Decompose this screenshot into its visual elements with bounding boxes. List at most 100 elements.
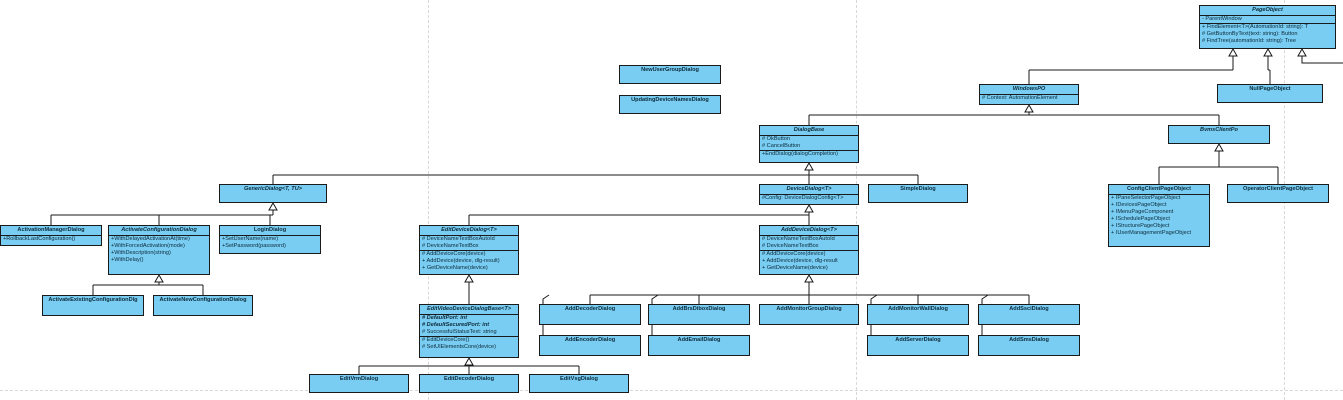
generalization-arrow [464, 356, 474, 366]
class-member: # SetUIElementsCore(device) [422, 344, 496, 350]
class-name: GenericDialog<T, TU> [243, 186, 303, 192]
class-name: ActivateNewConfigurationDialog [159, 297, 247, 303]
class-name: AddBrsDiboxDialog [672, 306, 726, 312]
class-name: ConfigClientPageObject [1109, 185, 1209, 195]
class-activatenew[interactable]: ActivateNewConfigurationDialog [153, 295, 253, 316]
members-section: # Context: AutomationElement [980, 95, 1078, 102]
operations-section: # AddDeviceCore(device)+ AddDevice(devic… [420, 251, 518, 272]
class-member: # DeviceNameTextBoxAutoId [762, 236, 835, 242]
class-devicedialog[interactable]: DeviceDialog<T>#Config: DeviceDialogConf… [759, 184, 859, 205]
attributes-section: # DefaultPort: int# DefaultSecuredPort: … [420, 315, 518, 337]
class-nullpageobject[interactable]: NullPageObject [1217, 84, 1323, 103]
class-configclientpageobject[interactable]: ConfigClientPageObject+ IPaneSelectorPag… [1108, 184, 1210, 247]
class-name: AddDecoderDialog [564, 306, 616, 312]
generalization-arrow [1297, 47, 1307, 57]
class-member: + ISchedulePageObject [1111, 216, 1170, 222]
class-logindialog[interactable]: LoginDialog+SetUserName(name)+SetPasswor… [219, 225, 321, 254]
class-operatorclientpageobject[interactable]: OperatorClientPageObject [1227, 184, 1329, 203]
class-name: LoginDialog [220, 226, 320, 236]
class-member: # DeviceNameTextBox [762, 243, 819, 249]
class-editvsgdialog[interactable]: EditVsgDialog [529, 374, 629, 393]
class-member: #Config: DeviceDialogConfig<T> [762, 195, 844, 201]
class-addencoderdialog[interactable]: AddEncoderDialog [539, 335, 641, 356]
class-addsmsdialog[interactable]: AddSmsDialog [978, 335, 1080, 356]
class-name: UpdatingDeviceNamesDialog [631, 97, 709, 103]
class-name: PageObject [1200, 6, 1335, 16]
class-name: AddServerDialog [895, 337, 941, 343]
class-adddecoderdialog[interactable]: AddDecoderDialog [539, 304, 641, 325]
class-genericdialog[interactable]: GenericDialog<T, TU> [219, 184, 327, 203]
class-member: # DefaultSecuredPort: int [422, 322, 490, 328]
class-bvmsclientpo[interactable]: BvmsClientPo [1168, 125, 1270, 144]
generalization-arrow [1263, 47, 1273, 57]
class-name: ActivateConfigurationDialog [109, 226, 209, 236]
class-addbrsdibosdialog[interactable]: AddBrsDiboxDialog [648, 304, 750, 325]
class-member: + IDevicesPageObject [1111, 202, 1167, 208]
class-member: + FindElement<T>(AutomationId: string): … [1202, 24, 1309, 30]
class-member: +WithDelay() [111, 257, 144, 263]
members-section: +RollbackLastConfiguration() [1, 236, 101, 243]
class-activationmanagerdialog[interactable]: ActivationManagerDialog+RollbackLastConf… [0, 225, 102, 246]
class-addsscidialog[interactable]: AddSsciDialog [978, 304, 1080, 325]
class-activateexisting[interactable]: ActivateExistingConfigurationDlg [42, 295, 144, 316]
class-name: BvmsClientPo [1200, 127, 1238, 133]
attributes-section: - ParentWindow [1200, 16, 1335, 24]
class-name: WindowsPO [980, 85, 1078, 95]
class-windowspo[interactable]: WindowsPO# Context: AutomationElement [979, 84, 1079, 105]
class-editvideodevicedialogbase[interactable]: EditVideoDeviceDialogBase<T># DefaultPor… [419, 304, 519, 358]
class-editdecoderdialog[interactable]: EditDecoderDialog [419, 374, 519, 393]
class-member: # AddDeviceCore(device) [422, 251, 486, 257]
class-newusergroupdialog[interactable]: NewUserGroupDialog [619, 65, 721, 84]
attributes-section: # OkButton# CancelButton [760, 136, 858, 151]
class-updatingdevicenamesdialog[interactable]: UpdatingDeviceNamesDialog [619, 95, 721, 114]
class-dialogbase[interactable]: DialogBase# OkButton# CancelButton+EndDi… [759, 125, 859, 163]
class-name: AddSmsDialog [1009, 337, 1049, 343]
class-editvrmdialog[interactable]: EditVrmDialog [309, 374, 409, 393]
class-member: # GetButtonByText(text: string): Button [1202, 31, 1298, 37]
attributes-section: # DeviceNameTextBoxAutoId# DeviceNameTex… [420, 236, 518, 251]
class-member: +SetUserName(name) [222, 236, 279, 242]
inheritance-line [1301, 56, 1343, 64]
class-member: +SetPassword(password) [222, 243, 286, 249]
generalization-arrow [1024, 103, 1034, 113]
class-member: + IStructurePageObject [1111, 223, 1170, 229]
class-name: NewUserGroupDialog [641, 67, 699, 73]
class-name: EditVsgDialog [560, 376, 598, 382]
class-member: + IMenuPageComponent [1111, 209, 1174, 215]
class-member: # EditDeviceCore() [422, 337, 470, 343]
class-editdevicedialog[interactable]: EditDeviceDialog<T># DeviceNameTextBoxAu… [419, 225, 519, 275]
class-name: AddEmailDialog [677, 337, 721, 343]
class-member: # DeviceNameTextBox [422, 243, 479, 249]
generalization-arrow [1214, 142, 1224, 152]
class-activateconfigurationdialog[interactable]: ActivateConfigurationDialog+WithDelayedA… [108, 225, 210, 275]
class-name: EditDecoderDialog [443, 376, 495, 382]
class-name: ActivationManagerDialog [1, 226, 101, 236]
class-member: # OkButton [762, 136, 790, 142]
class-addmonitorwalldialog[interactable]: AddMonitorWallDialog [867, 304, 969, 325]
operations-section: # AddDeviceCore(device)+ AddDevice(devic… [760, 251, 858, 272]
class-member: + IUserManagementPageObject [1111, 230, 1192, 236]
class-member: +WithForcedActivation(mode) [111, 243, 185, 249]
class-pageobject[interactable]: PageObject- ParentWindow + FindElement<T>… [1199, 5, 1336, 49]
operations-section: +EndDialog(dialogCompletion) [760, 151, 858, 158]
attributes-section: # DeviceNameTextBoxAutoId# DeviceNameTex… [760, 236, 858, 251]
class-name: SimpleDialog [900, 186, 936, 192]
class-member: + AddDevice(device, dlg-result) [422, 258, 500, 264]
generalization-arrow [804, 273, 814, 283]
members-section: #Config: DeviceDialogConfig<T> [760, 195, 858, 202]
class-simpledialog[interactable]: SimpleDialog [868, 184, 968, 203]
class-member: + IPaneSelectorPageObject [1111, 195, 1181, 201]
class-member: +WithDescription(string) [111, 250, 171, 256]
class-name: AddEncoderDialog [564, 337, 616, 343]
class-member: + GetDeviceName(device) [762, 265, 828, 271]
class-member: - ParentWindow [1202, 16, 1242, 22]
class-addserverdialog[interactable]: AddServerDialog [867, 335, 969, 356]
class-name: ActivateExistingConfigurationDlg [48, 297, 138, 303]
class-addmonitorgroupdialog[interactable]: AddMonitorGroupDialog [759, 304, 859, 325]
class-name: EditVideoDeviceDialogBase<T> [420, 305, 518, 315]
class-name: DeviceDialog<T> [760, 185, 858, 195]
class-adddevicedialog[interactable]: AddDeviceDialog<T># DeviceNameTextBoxAut… [759, 225, 859, 275]
class-addemaildialog[interactable]: AddEmailDialog [648, 335, 750, 356]
class-name: DialogBase [760, 126, 858, 136]
